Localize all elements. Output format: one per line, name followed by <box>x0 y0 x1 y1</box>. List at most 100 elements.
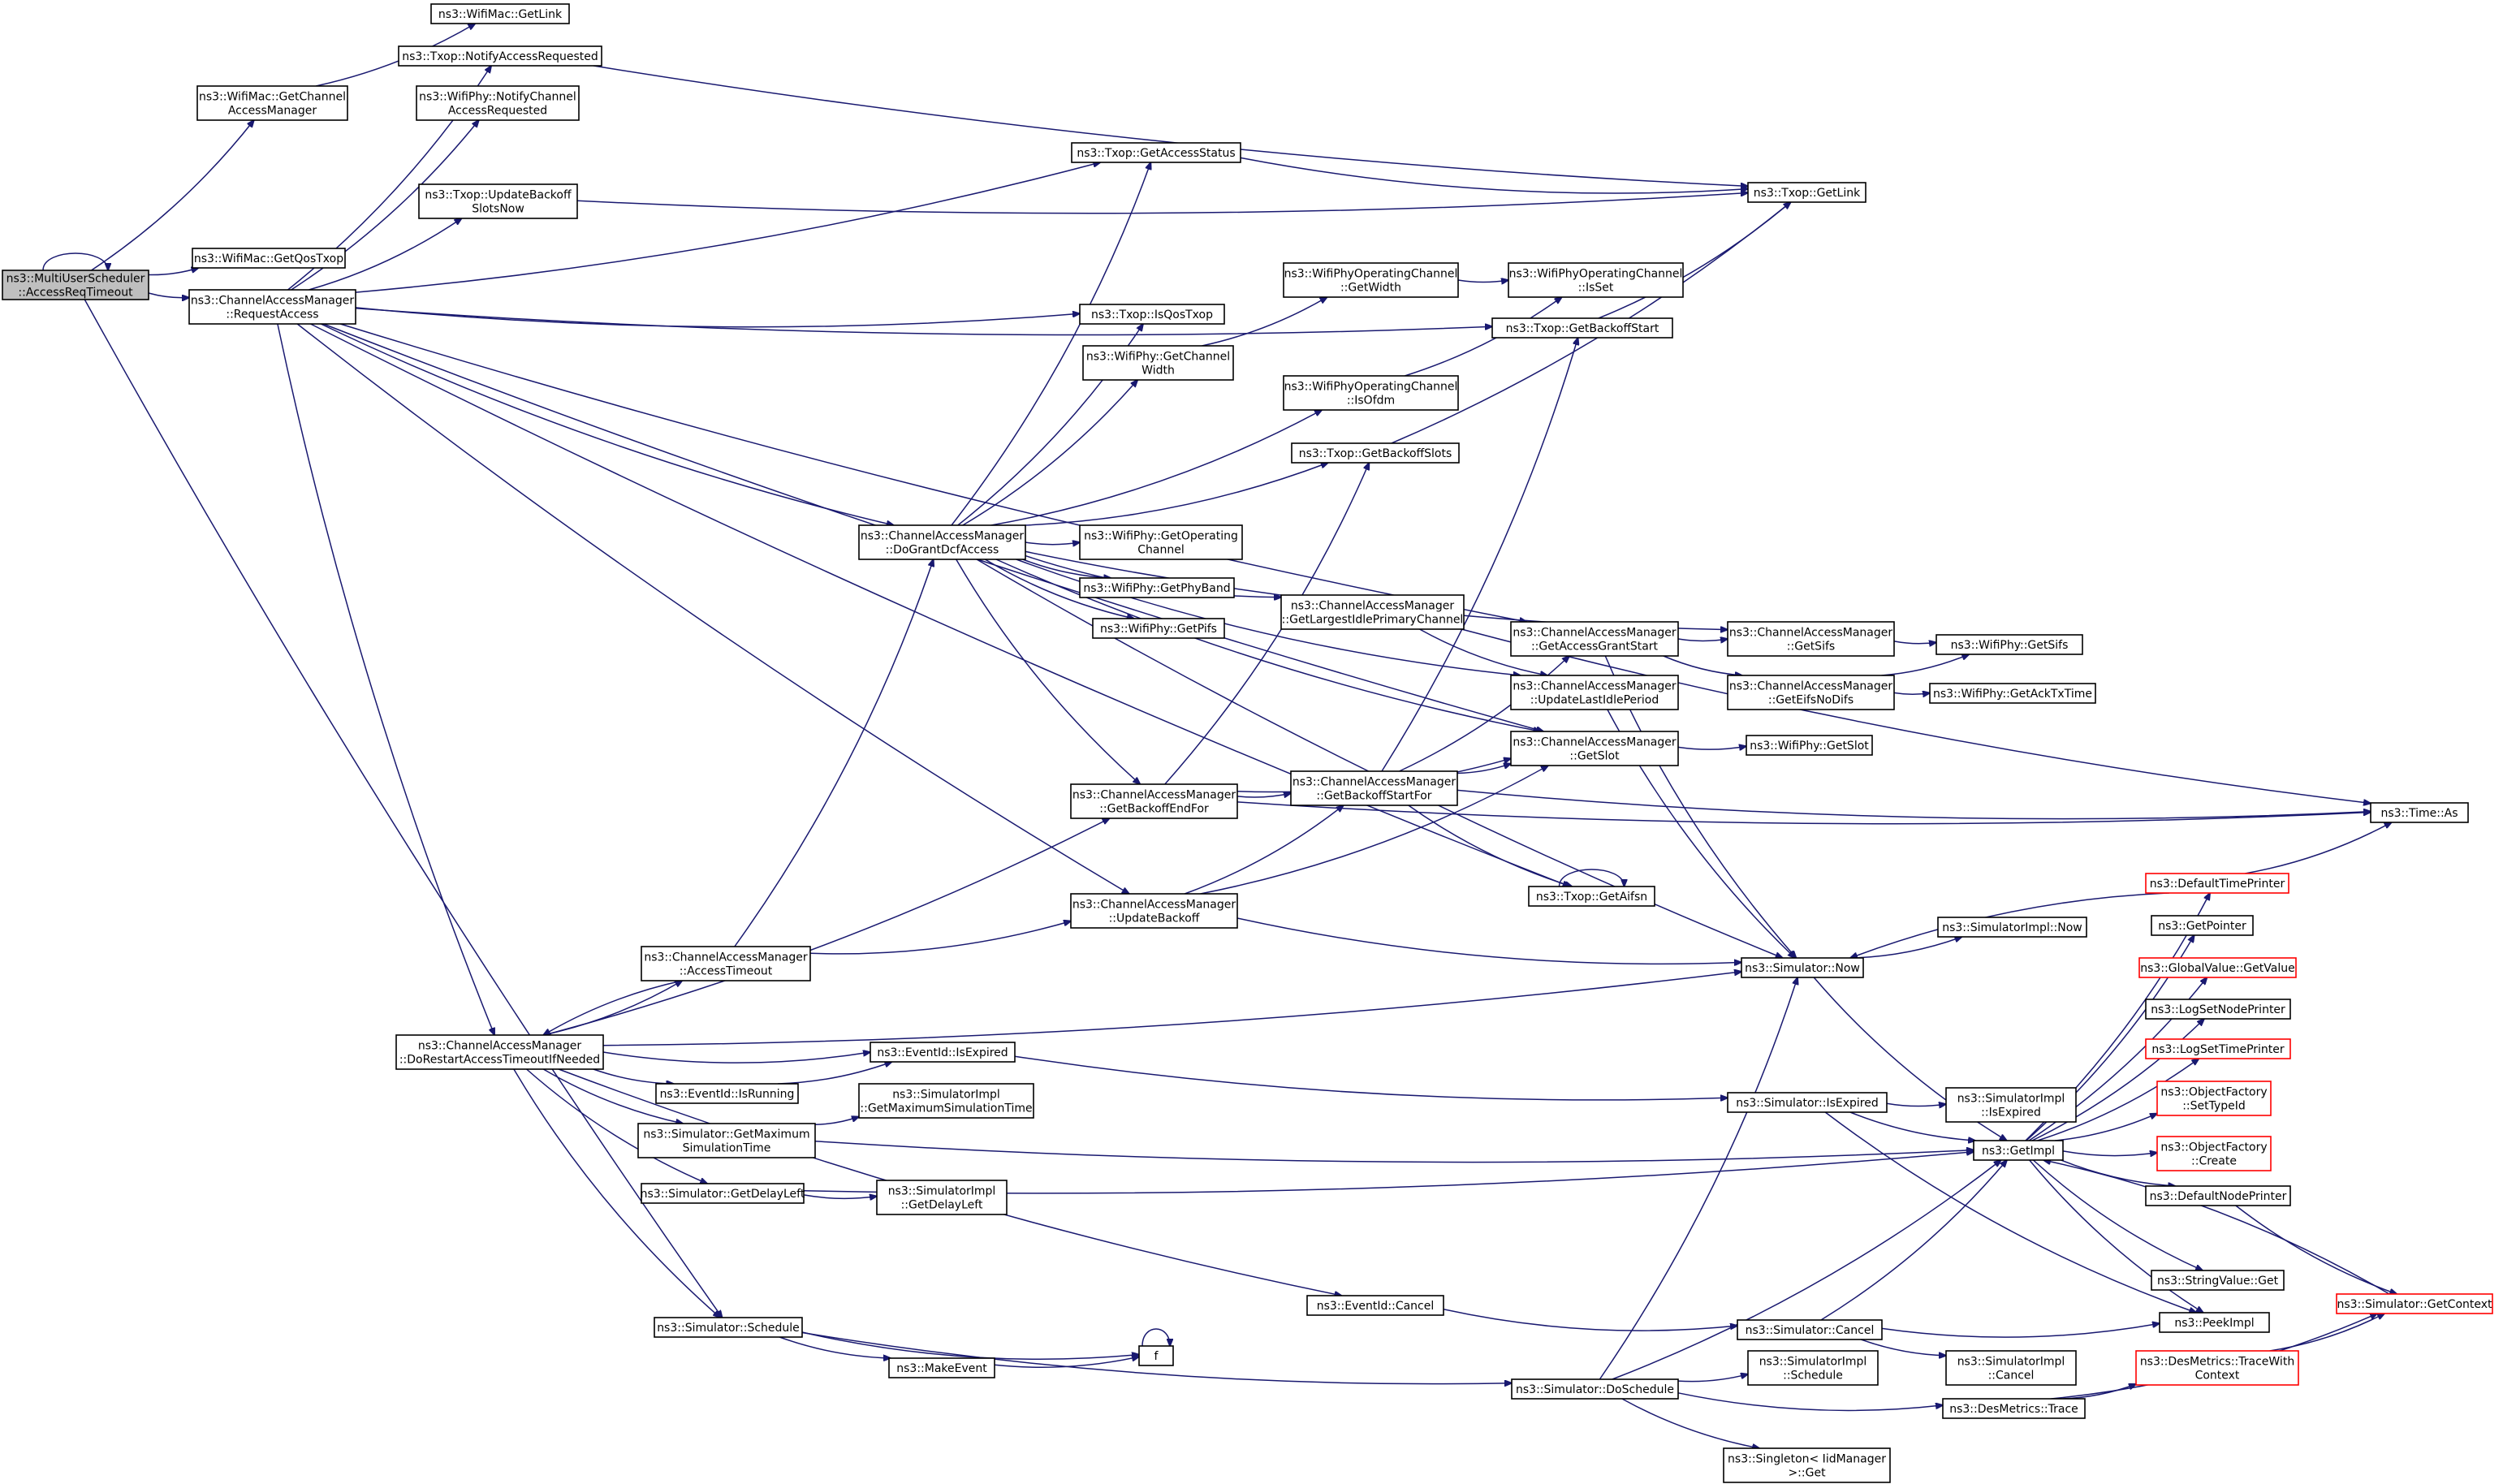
edge-sim-isexp-to-peekimpl <box>1824 1111 2196 1313</box>
node-sim-dosched[interactable]: ns3::Simulator::DoSchedule <box>1511 1378 1679 1400</box>
node-simimpl-maxst[interactable]: ns3::SimulatorImpl::GetMaximumSimulation… <box>858 1083 1034 1119</box>
node-wp-notify[interactable]: ns3::WifiPhy::NotifyChannelAccessRequest… <box>416 85 580 121</box>
node-ev-cancel[interactable]: ns3::EventId::Cancel <box>1306 1295 1444 1316</box>
edge-makeevent-to-f <box>994 1357 1139 1368</box>
node-sim-now[interactable]: ns3::Simulator::Now <box>1741 957 1864 978</box>
node-sim-delayleft[interactable]: ns3::Simulator::GetDelayLeft <box>641 1183 805 1204</box>
node-log-time[interactable]: ns3::LogSetTimePrinter <box>2145 1038 2291 1059</box>
node-label: ns3::Txop::UpdateBackoff <box>425 189 572 202</box>
edge-root-to-wm-getqos <box>148 268 199 276</box>
node-makeevent[interactable]: ns3::MakeEvent <box>888 1357 995 1378</box>
node-wm-getqos[interactable]: ns3::WifiMac::GetQosTxop <box>192 248 346 269</box>
edge-cam-bend-to-cam-bsf <box>1236 793 1291 797</box>
node-wp-slot[interactable]: ns3::WifiPhy::GetSlot <box>1746 735 1873 756</box>
edge-cam-req-to-cam-grant <box>320 323 894 525</box>
node-sim-isexp[interactable]: ns3::Simulator::IsExpired <box>1727 1092 1888 1113</box>
node-cam-uli[interactable]: ns3::ChannelAccessManager::UpdateLastIdl… <box>1510 675 1679 710</box>
node-peekimpl[interactable]: ns3::PeekImpl <box>2159 1312 2270 1333</box>
node-cam-slot[interactable]: ns3::ChannelAccessManager::GetSlot <box>1510 731 1679 766</box>
node-cam-sifs[interactable]: ns3::ChannelAccessManager::GetSifs <box>1727 621 1895 657</box>
node-wpoc-isofdm[interactable]: ns3::WifiPhyOperatingChannel::IsOfdm <box>1283 375 1459 411</box>
node-label: ns3::WifiPhy::GetPhyBand <box>1083 582 1230 595</box>
node-box <box>1741 957 1864 978</box>
node-cam-acct[interactable]: ns3::ChannelAccessManager::AccessTimeout <box>641 946 811 981</box>
node-box <box>1079 577 1235 598</box>
node-desm-trace[interactable]: ns3::DesMetrics::Trace <box>1942 1398 2086 1419</box>
node-label: ::GetEifsNoDifs <box>1768 694 1854 707</box>
node-getpointer[interactable]: ns3::GetPointer <box>2151 915 2254 936</box>
node-wp-ack[interactable]: ns3::WifiPhy::GetAckTxTime <box>1929 683 2096 704</box>
node-sim-getctx[interactable]: ns3::Simulator::GetContext <box>2336 1293 2493 1314</box>
node-box <box>1723 1447 1891 1483</box>
node-of-create[interactable]: ns3::ObjectFactory::Create <box>2156 1136 2272 1171</box>
node-cam-dorestart[interactable]: ns3::ChannelAccessManager::DoRestartAcce… <box>395 1034 604 1070</box>
node-box <box>192 248 346 269</box>
node-log-node[interactable]: ns3::LogSetNodePrinter <box>2145 999 2291 1020</box>
node-box <box>1283 375 1459 411</box>
node-tx-isqos[interactable]: ns3::Txop::IsQosTxop <box>1079 304 1225 325</box>
node-tx-status[interactable]: ns3::Txop::GetAccessStatus <box>1071 142 1241 163</box>
node-label: ::IsExpired <box>1981 1107 2041 1119</box>
node-tx-bstart[interactable]: ns3::Txop::GetBackoffStart <box>1491 317 1673 339</box>
node-wp-pifs[interactable]: ns3::WifiPhy::GetPifs <box>1092 618 1225 639</box>
node-wpoc-isset[interactable]: ns3::WifiPhyOperatingChannel::IsSet <box>1508 262 1684 298</box>
node-def-tp[interactable]: ns3::DefaultTimePrinter <box>2145 873 2289 894</box>
node-tx-bslots[interactable]: ns3::Txop::GetBackoffSlots <box>1291 442 1460 464</box>
node-tx-getlink[interactable]: ns3::Txop::GetLink <box>1747 182 1866 203</box>
node-cam-eifs[interactable]: ns3::ChannelAccessManager::GetEifsNoDifs <box>1727 675 1895 710</box>
node-box <box>398 45 602 67</box>
node-wp-sifs[interactable]: ns3::WifiPhy::GetSifs <box>1936 634 2083 655</box>
node-wpoc-width[interactable]: ns3::WifiPhyOperatingChannel::GetWidth <box>1283 262 1459 298</box>
node-cam-largest[interactable]: ns3::ChannelAccessManager::GetLargestIdl… <box>1280 594 1465 630</box>
edge-tx-status-to-tx-getlink <box>1240 157 1748 194</box>
node-sim-maxst[interactable]: ns3::Simulator::GetMaximumSimulationTime <box>637 1123 816 1158</box>
edge-cam-acct-to-cam-grant <box>734 559 934 947</box>
node-time-as[interactable]: ns3::Time::As <box>2370 802 2469 823</box>
node-cam-bsf[interactable]: ns3::ChannelAccessManager::GetBackoffSta… <box>1290 770 1458 806</box>
node-simimpl-now[interactable]: ns3::SimulatorImpl::Now <box>1937 917 2087 938</box>
node-wp-band[interactable]: ns3::WifiPhy::GetPhyBand <box>1079 577 1235 598</box>
edge-cam-bsf-to-tx-aifsn <box>1408 805 1573 887</box>
node-root[interactable]: ns3::MultiUserScheduler::AccessReqTimeou… <box>2 270 149 300</box>
node-gv-getvalue[interactable]: ns3::GlobalValue::GetValue <box>2138 957 2297 978</box>
node-simimpl-isexp[interactable]: ns3::SimulatorImpl::IsExpired <box>1945 1087 2077 1123</box>
node-label: ns3::EventId::IsExpired <box>877 1046 1008 1059</box>
node-label: ::UpdateLastIdlePeriod <box>1530 694 1659 707</box>
edge-cam-eifs-to-wp-ack <box>1893 692 1930 694</box>
node-label: ::AccessReqTimeout <box>18 287 133 300</box>
node-of-settype[interactable]: ns3::ObjectFactory::SetTypeId <box>2156 1081 2272 1116</box>
node-cam-bend[interactable]: ns3::ChannelAccessManager::GetBackoffEnd… <box>1070 783 1238 819</box>
node-sv-get[interactable]: ns3::StringValue::Get <box>2151 1270 2285 1291</box>
node-cam-req[interactable]: ns3::ChannelAccessManager::RequestAccess <box>188 289 356 325</box>
node-ev-running[interactable]: ns3::EventId::IsRunning <box>655 1083 799 1104</box>
node-cam-ags[interactable]: ns3::ChannelAccessManager::GetAccessGran… <box>1510 621 1679 657</box>
node-f[interactable]: f <box>1138 1345 1174 1366</box>
node-label: ::GetBackoffStartFor <box>1316 790 1431 803</box>
node-simimpl-delayleft[interactable]: ns3::SimulatorImpl::GetDelayLeft <box>876 1180 1008 1215</box>
node-wm-getlink[interactable]: ns3::WifiMac::GetLink <box>430 3 570 24</box>
node-label: ns3::Txop::IsQosTxop <box>1091 308 1213 321</box>
node-tx-notify[interactable]: ns3::Txop::NotifyAccessRequested <box>398 45 602 67</box>
node-label: ns3::Simulator::IsExpired <box>1736 1097 1879 1110</box>
node-tx-aifsn[interactable]: ns3::Txop::GetAifsn <box>1528 886 1655 907</box>
node-box <box>1936 634 2083 655</box>
node-singleton[interactable]: ns3::Singleton< IidManager>::Get <box>1723 1447 1891 1483</box>
node-getimpl[interactable]: ns3::GetImpl <box>1973 1140 2064 1161</box>
node-def-np[interactable]: ns3::DefaultNodePrinter <box>2145 1185 2291 1206</box>
node-sim-cancel[interactable]: ns3::Simulator::Cancel <box>1737 1319 1883 1340</box>
node-simimpl-cancel[interactable]: ns3::SimulatorImpl::Cancel <box>1945 1350 2077 1386</box>
node-simimpl-sched[interactable]: ns3::SimulatorImpl::Schedule <box>1747 1350 1879 1386</box>
node-ev-expired[interactable]: ns3::EventId::IsExpired <box>870 1042 1016 1063</box>
node-cam-updb[interactable]: ns3::ChannelAccessManager::UpdateBackoff <box>1070 893 1238 929</box>
node-cam-grant[interactable]: ns3::ChannelAccessManager::DoGrantDcfAcc… <box>858 524 1026 560</box>
edge-root-to-root <box>42 252 108 270</box>
node-sim-sched[interactable]: ns3::Simulator::Schedule <box>654 1317 803 1338</box>
edge-cam-dorestart-to-ev-expired <box>602 1052 870 1063</box>
edge-cam-grant-to-cam-bend <box>956 559 1141 784</box>
